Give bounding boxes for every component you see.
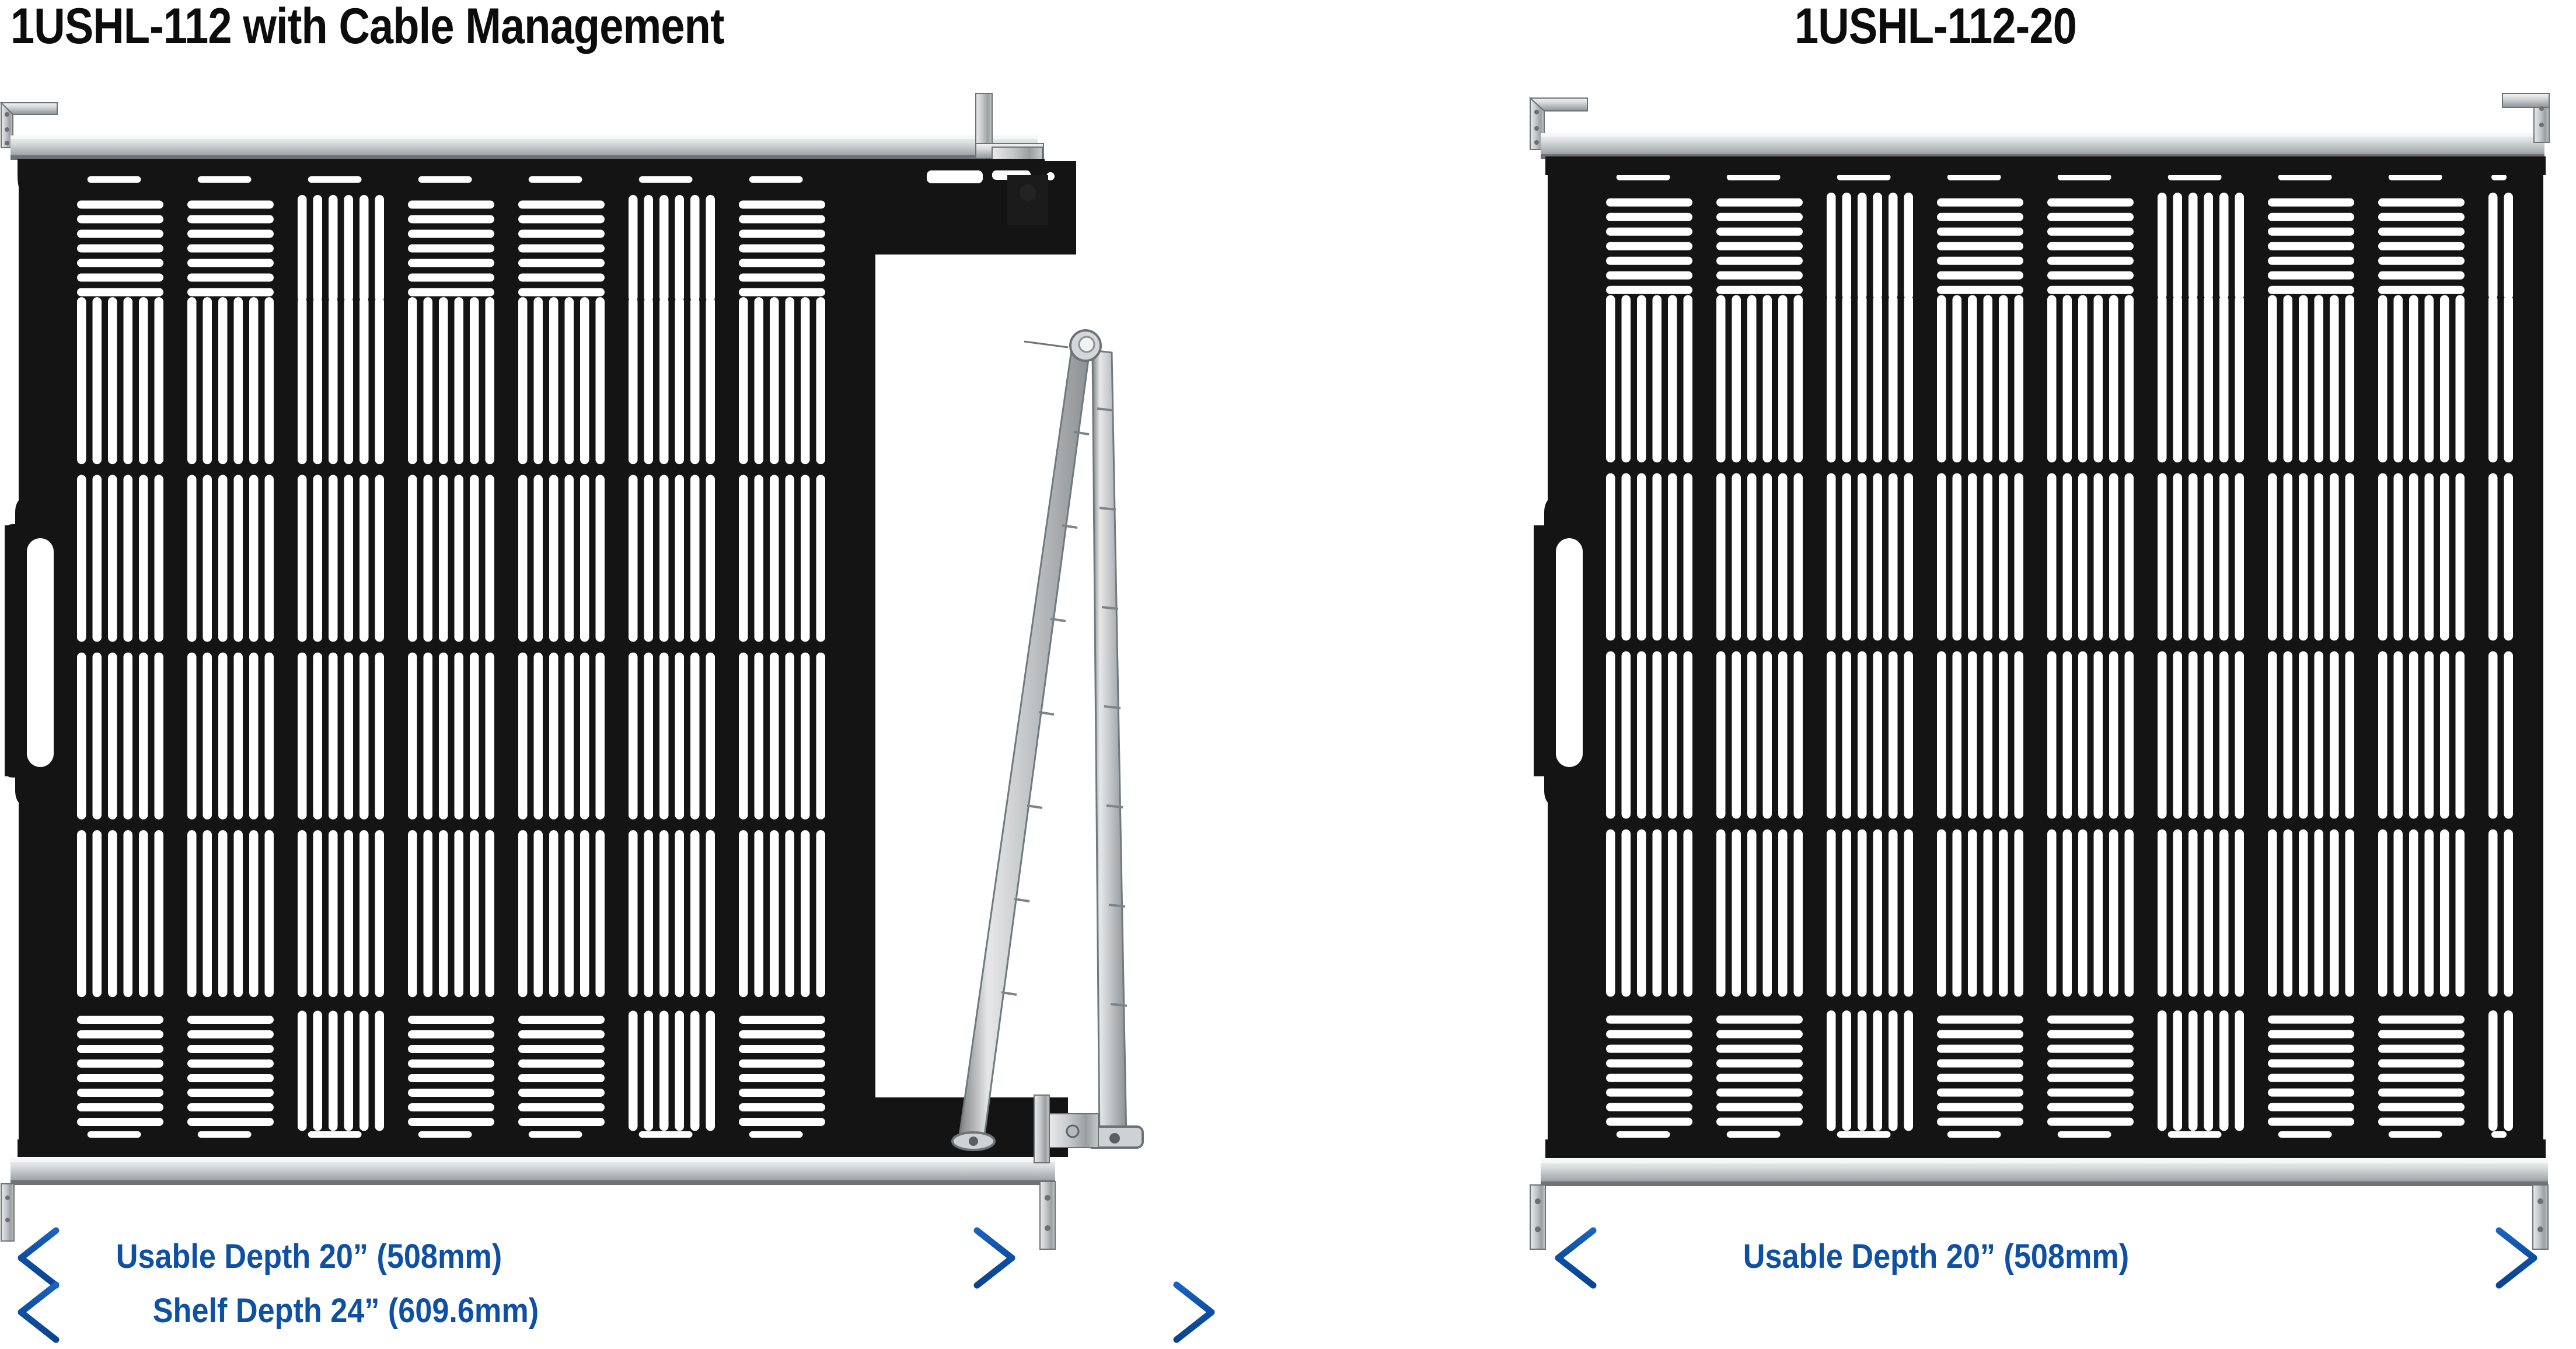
arrow-right-icon-3 (2495, 1227, 2537, 1289)
product-right-1ushl-112-20 (1517, 0, 2576, 1349)
product-left-1ushl-112-cable-management (0, 93, 1144, 1250)
dim-label-usable-depth-left: Usable Depth 20” (508mm) (110, 1240, 508, 1274)
side-handle-left (1544, 495, 1590, 808)
arrow-right-icon-2 (1173, 1281, 1215, 1343)
rack-ear-bottom-left (1530, 1184, 1546, 1250)
shelf-bottom-rail (1541, 1159, 2548, 1186)
shelf-top-rail (11, 135, 1038, 160)
left-product-illustration (0, 93, 1144, 1250)
tray-edge-lips (1545, 156, 2546, 1158)
rack-ear-mid-right (1034, 1094, 1099, 1163)
cable-management-bracket (874, 163, 1067, 251)
tray-edge-lips (18, 159, 1068, 1157)
rack-ear-top-left (0, 102, 58, 148)
panel-left-title: 1USHL-112 with Cable Management (11, 0, 725, 54)
rack-ear-top-right (2502, 93, 2550, 143)
rack-ear-bottom-right (1039, 1181, 1056, 1250)
side-handle-left (15, 495, 61, 808)
arrow-left-icon-3 (1555, 1227, 1597, 1289)
panel-right-title: 1USHL-112-20 (1795, 0, 2077, 54)
perforated-tray-right (1534, 159, 2543, 1158)
dim-label-shelf-depth-left: Shelf Depth 24” (609.6mm) (147, 1294, 544, 1328)
a-frame-support-brace (951, 329, 1144, 1151)
shelf-bottom-rail (11, 1158, 1055, 1185)
dim-label-usable-depth-right: Usable Depth 20” (508mm) (1737, 1240, 2135, 1274)
arrow-right-icon-1 (973, 1227, 1015, 1289)
right-product-illustration (1528, 93, 2550, 1250)
arrow-left-icon-1 (18, 1227, 60, 1289)
arrow-left-icon-2 (18, 1281, 60, 1343)
